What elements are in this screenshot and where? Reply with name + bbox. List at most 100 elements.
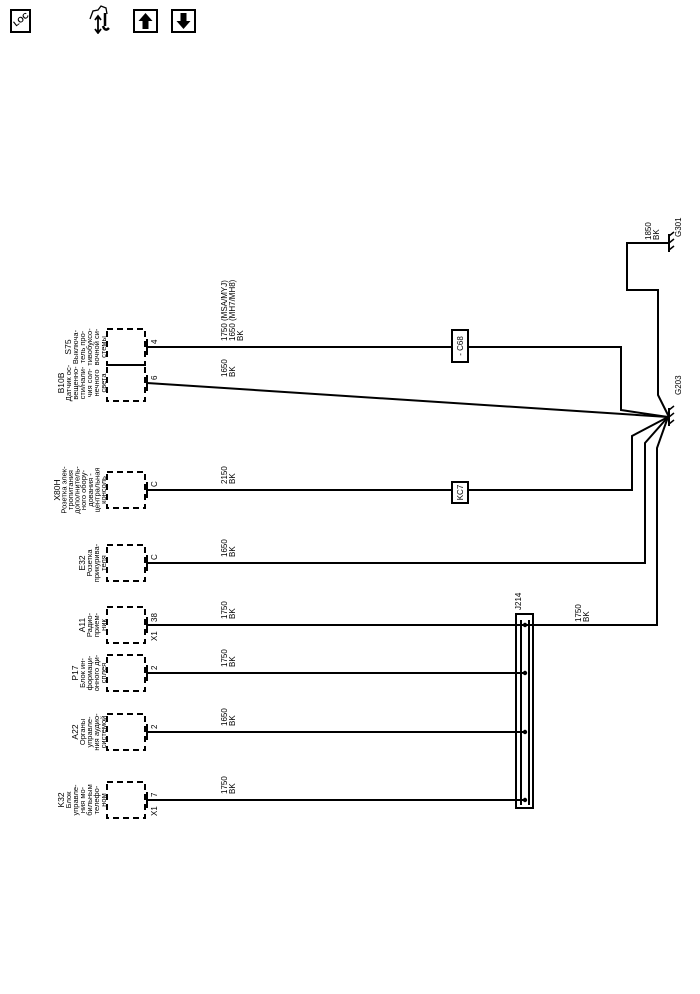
component-name: ного обору- xyxy=(79,469,88,510)
ground-label: G301 xyxy=(674,217,683,237)
wire-label: 1750 xyxy=(220,601,229,619)
splice-dot xyxy=(522,797,528,803)
component-name: формаци- xyxy=(85,655,94,690)
wire-b10b xyxy=(146,382,669,418)
ground-symbol-g301 xyxy=(668,231,675,252)
component-id: B10B xyxy=(56,372,66,393)
wire-label: 1650 xyxy=(220,539,229,557)
wire-label: BK xyxy=(228,473,237,484)
component-name: вещенно- xyxy=(71,366,80,400)
component-name: Выключа- xyxy=(71,329,80,364)
component-name: тивобуксо- xyxy=(85,328,94,366)
wire-label: BK xyxy=(228,366,237,377)
ground-hatch xyxy=(668,419,675,425)
component-name: дополнитель- xyxy=(73,466,82,514)
component-id: A22 xyxy=(70,724,80,739)
connector-box xyxy=(106,544,146,582)
connector-box xyxy=(106,654,146,692)
wire-x80h xyxy=(147,416,669,491)
connector-box xyxy=(106,713,146,751)
ground-symbol-g203 xyxy=(668,405,675,426)
component-name: прикурива- xyxy=(92,543,101,582)
component-name: онного ди- xyxy=(92,654,101,691)
connector-id: X1 xyxy=(150,631,159,641)
inline-connector-label: KC7 xyxy=(456,484,465,500)
ground-hatch xyxy=(668,245,675,251)
component-name: сплея xyxy=(99,663,108,683)
ground-hatch xyxy=(668,238,675,244)
wire-e32 xyxy=(147,416,669,564)
wire-label: BK xyxy=(236,330,245,341)
component-name: консоль xyxy=(99,476,108,504)
component-name: управле- xyxy=(85,716,94,748)
wire-label: 1750 xyxy=(220,649,229,667)
tools-icon xyxy=(89,5,110,34)
component-name: системой xyxy=(99,716,108,749)
inline-connector-c68[interactable] xyxy=(451,329,469,363)
pin-number: 2 xyxy=(150,724,159,729)
wire-label: BK xyxy=(582,611,591,622)
wire-label: BK xyxy=(228,715,237,726)
wire-label: 1750 xyxy=(220,776,229,794)
component-name: ном xyxy=(99,793,108,806)
wire-label: 1750 xyxy=(574,604,583,622)
splice-dot xyxy=(522,729,528,735)
component-id: K32 xyxy=(56,792,66,807)
component-name: Розетка элек- xyxy=(59,466,68,514)
arrow-up-icon xyxy=(138,13,153,29)
connector-box xyxy=(106,781,146,819)
component-name: Органы xyxy=(78,719,87,745)
component-name: тропитания xyxy=(66,470,75,510)
component-name: дования - xyxy=(86,473,95,507)
wire-label: 2150 xyxy=(220,466,229,484)
up-button[interactable] xyxy=(133,9,158,33)
splice-dot xyxy=(522,622,528,628)
wire-label: 1650 xyxy=(220,359,229,377)
pin-number: C xyxy=(150,481,159,487)
component-name: ник xyxy=(99,618,108,630)
component-name: тель про- xyxy=(78,330,87,363)
wire-label: BK xyxy=(228,546,237,557)
loc-button[interactable]: LOC xyxy=(10,9,31,33)
connector-box xyxy=(106,328,146,366)
wire-label: 1850 xyxy=(644,222,653,240)
component-id: S75 xyxy=(63,339,73,354)
wire-s75 xyxy=(147,346,669,418)
connector-box xyxy=(106,606,146,644)
component-name: вочной си- xyxy=(92,328,101,365)
wire-label: 1750 (MSA/MYJ) xyxy=(220,280,229,341)
wire-g301 xyxy=(626,242,670,418)
component-name: Розетка xyxy=(85,549,94,577)
pin-number: 6 xyxy=(150,375,159,380)
wire-a11 xyxy=(147,416,669,626)
ground-hatch xyxy=(668,405,675,411)
component-id: P17 xyxy=(70,665,80,680)
down-button[interactable] xyxy=(171,9,196,33)
component-name: Радио- xyxy=(85,612,94,637)
ground-label: G203 xyxy=(674,375,683,395)
wire-label: BK xyxy=(228,608,237,619)
wire-label: 1650 xyxy=(220,708,229,726)
component-name: телефо- xyxy=(92,785,101,814)
pin-number: 4 xyxy=(150,339,159,344)
tools-button[interactable] xyxy=(88,4,122,34)
inline-connector-label: - C68 xyxy=(456,336,465,356)
inline-connector-kc7[interactable] xyxy=(451,481,469,504)
pin-number: 2 xyxy=(150,665,159,670)
connector-id: X1 xyxy=(150,806,159,816)
pin-number: 38 xyxy=(150,613,159,622)
connector-box xyxy=(106,471,146,509)
splice-box[interactable] xyxy=(515,613,534,809)
ground-hatch xyxy=(668,412,675,418)
component-name: Блок ин- xyxy=(78,658,87,688)
wire-label: BK xyxy=(652,229,661,240)
